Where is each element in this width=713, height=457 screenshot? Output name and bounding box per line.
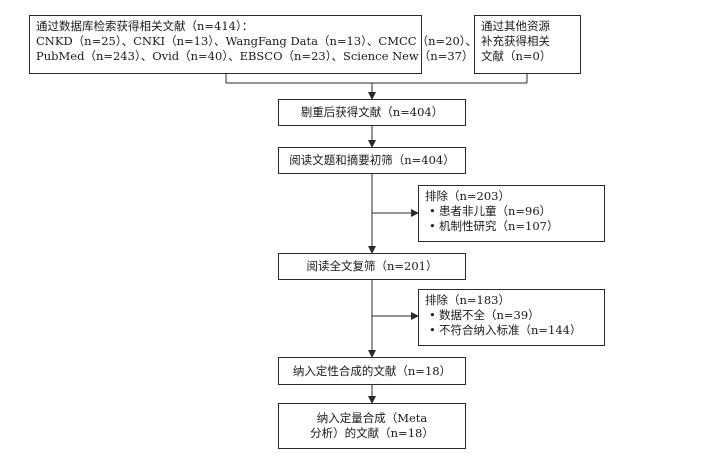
- other-sources-line: 通过其他资源: [481, 19, 550, 33]
- exclusion-2-title: 排除（n=183）: [425, 293, 510, 307]
- database-search-line: PubMed（n=243）、Ovid（n=40）、EBSCO（n=23）、Sci…: [36, 49, 474, 63]
- exclusion-1-title: 排除（n=203）: [425, 189, 510, 203]
- other-sources-line: 文献（n=0）: [481, 49, 552, 63]
- quantitative-synthesis-box: 纳入定量合成（Meta 分析）的文献（n=18）: [278, 403, 466, 449]
- exclusion-1-item: 患者非儿童（n=96）: [425, 204, 598, 219]
- database-search-line: 通过数据库检索获得相关文献（n=414）：: [36, 19, 254, 33]
- title-abstract-screen-box: 阅读文题和摘要初筛（n=404）: [278, 147, 466, 174]
- qualitative-synthesis-text: 纳入定性合成的文献（n=18）: [292, 364, 452, 378]
- title-abstract-screen-text: 阅读文题和摘要初筛（n=404）: [289, 153, 455, 167]
- exclusion-1-item: 机制性研究（n=107）: [425, 219, 598, 234]
- exclusion-2-item: 不符合纳入标准（n=144）: [425, 323, 598, 338]
- database-search-line: CNKD（n=25）、CNKI（n=13）、WangFang Data（n=13…: [36, 34, 478, 48]
- database-search-box: 通过数据库检索获得相关文献（n=414）： CNKD（n=25）、CNKI（n=…: [29, 15, 478, 74]
- dedup-box: 剔重后获得文献（n=404）: [278, 99, 466, 126]
- fulltext-screen-text: 阅读全文复筛（n=201）: [306, 259, 438, 273]
- dedup-text: 剔重后获得文献（n=404）: [300, 105, 444, 119]
- fulltext-screen-box: 阅读全文复筛（n=201）: [278, 253, 466, 280]
- quantitative-synthesis-line: 分析）的文献（n=18）: [310, 426, 434, 440]
- exclusion-box-1: 排除（n=203） 患者非儿童（n=96） 机制性研究（n=107）: [418, 185, 605, 242]
- qualitative-synthesis-box: 纳入定性合成的文献（n=18）: [278, 357, 466, 385]
- other-sources-line: 补充获得相关: [481, 34, 550, 48]
- other-sources-box: 通过其他资源 补充获得相关 文献（n=0）: [474, 15, 581, 74]
- exclusion-box-2: 排除（n=183） 数据不全（n=39） 不符合纳入标准（n=144）: [418, 289, 605, 346]
- quantitative-synthesis-line: 纳入定量合成（Meta: [316, 411, 428, 425]
- exclusion-2-item: 数据不全（n=39）: [425, 308, 598, 323]
